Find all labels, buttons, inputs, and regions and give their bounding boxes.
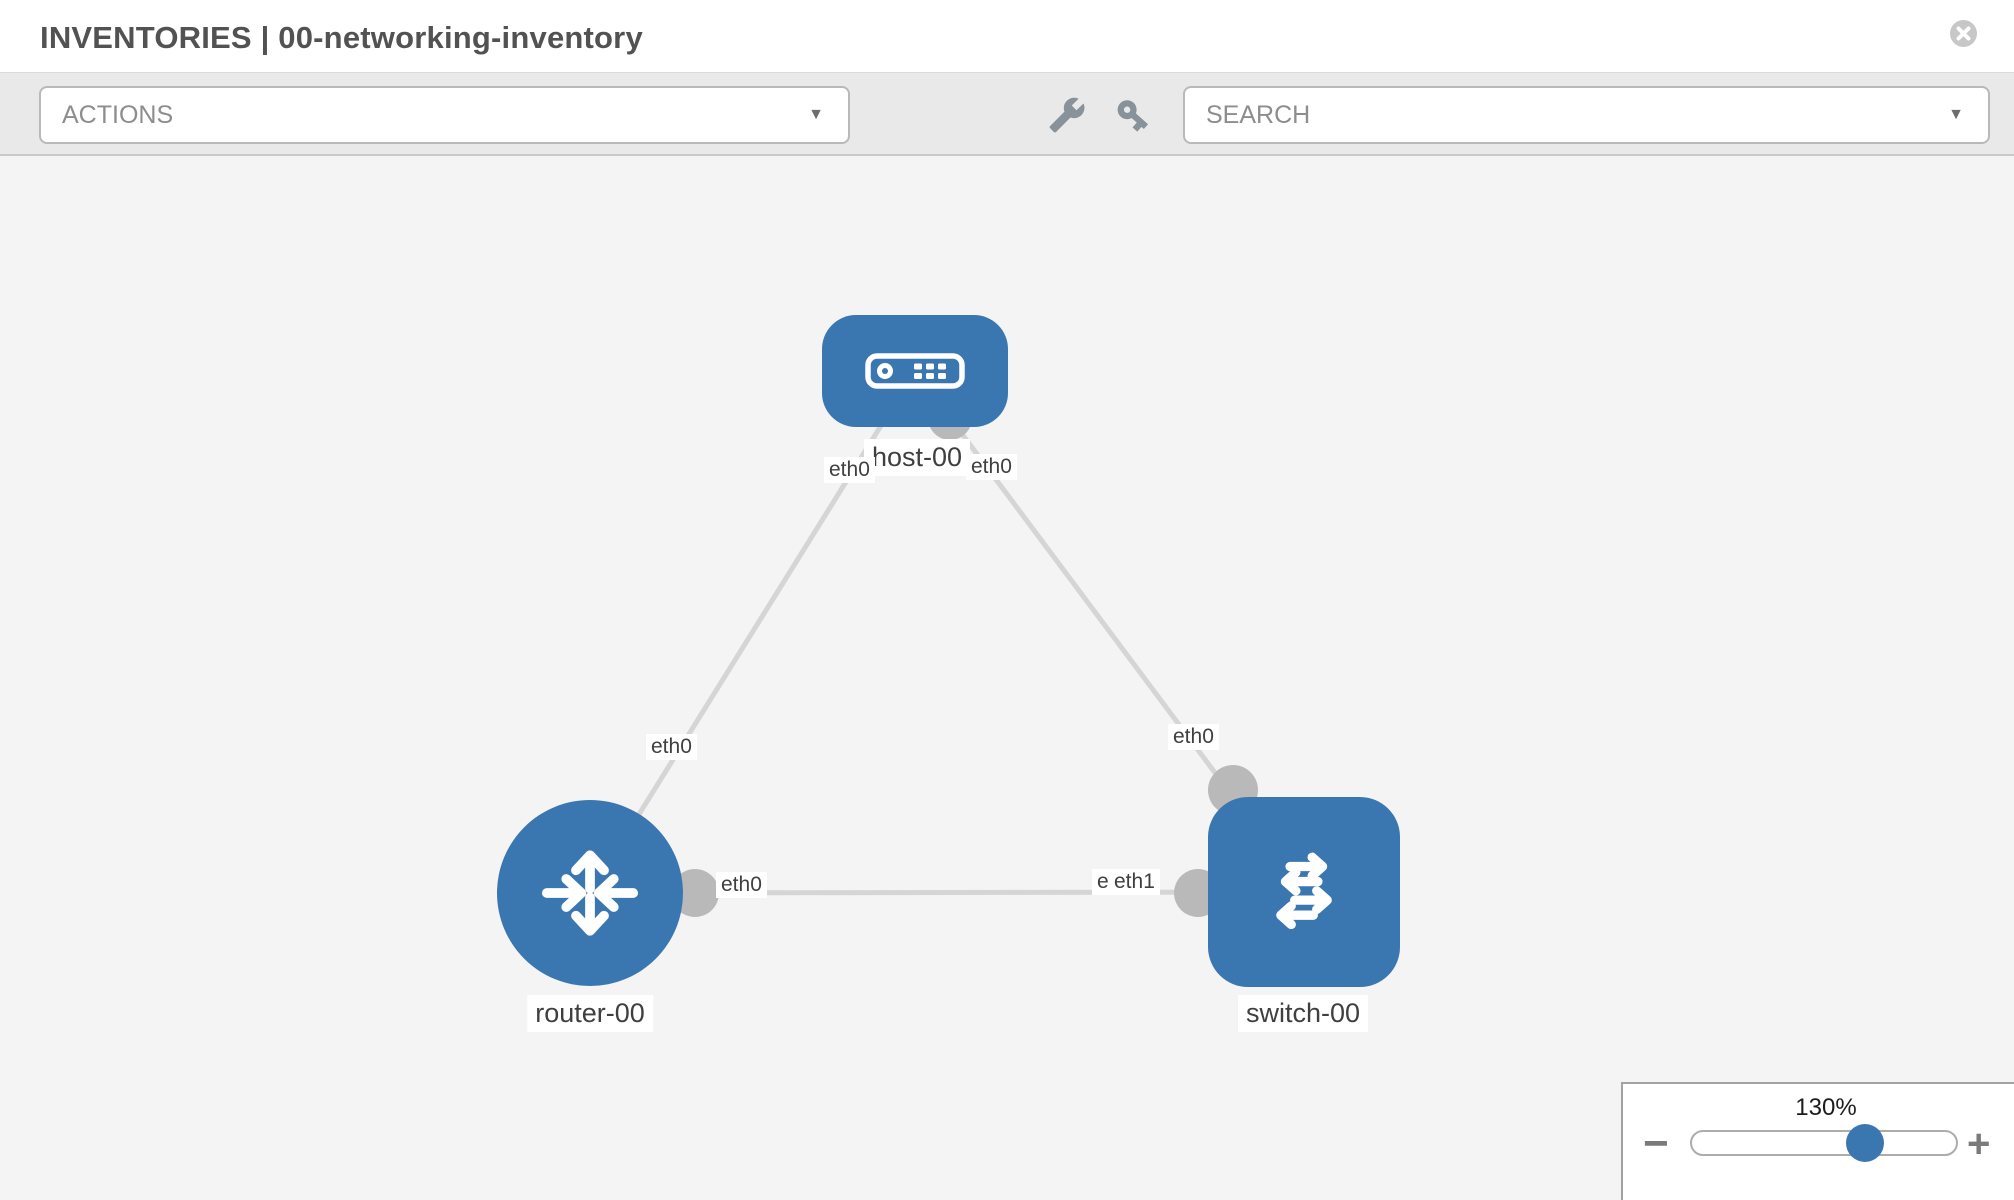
iface-label-router-upper: eth0 <box>646 734 697 760</box>
chevron-down-icon: ▼ <box>808 106 824 123</box>
zoom-control-panel: 130% − + <box>1621 1082 2014 1200</box>
page-header: INVENTORIES | 00-networking-inventory <box>0 0 2014 72</box>
zoom-out-button[interactable]: − <box>1643 1119 1669 1168</box>
search-dropdown[interactable]: SEARCH ▼ <box>1183 86 1990 144</box>
switch-icon <box>1276 852 1332 930</box>
node-label-host: host-00 <box>863 439 971 476</box>
actions-dropdown[interactable]: ACTIONS ▼ <box>39 86 850 144</box>
zoom-in-button[interactable]: + <box>1967 1122 1991 1166</box>
node-switch-00[interactable] <box>1208 797 1400 987</box>
iface-label-router-right: eth0 <box>716 872 767 898</box>
edge-lines <box>587 369 1307 896</box>
zoom-level-value: 130% <box>1795 1094 1857 1121</box>
iface-label-switch-top: eth0 <box>1168 724 1219 750</box>
toolbar: ACTIONS ▼ SEARCH ▼ <box>0 72 2014 156</box>
close-icon <box>1956 26 1971 41</box>
actions-dropdown-label: ACTIONS <box>62 100 174 129</box>
node-host-00[interactable] <box>822 315 1008 427</box>
iface-label-switch-left-front: eth1 <box>1109 869 1160 895</box>
host-icon <box>865 353 965 389</box>
wrench-icon[interactable] <box>1048 96 1086 134</box>
topology-canvas[interactable]: host-00 router-00 switch-00 eth0 eth0 et… <box>0 156 2014 1200</box>
zoom-slider-track[interactable] <box>1690 1130 1958 1156</box>
key-icon[interactable] <box>1114 96 1152 134</box>
iface-label-host-left: eth0 <box>824 457 875 483</box>
node-router-00[interactable] <box>497 800 683 986</box>
close-button[interactable] <box>1950 20 1977 47</box>
iface-label-host-right: eth0 <box>966 454 1017 480</box>
zoom-slider-thumb[interactable] <box>1846 1124 1884 1162</box>
router-icon <box>541 850 639 936</box>
search-placeholder: SEARCH <box>1206 100 1311 129</box>
node-label-switch: switch-00 <box>1237 995 1369 1032</box>
chevron-down-icon: ▼ <box>1948 106 1964 123</box>
page-title: INVENTORIES | 00-networking-inventory <box>40 20 643 55</box>
node-label-router: router-00 <box>527 995 653 1032</box>
